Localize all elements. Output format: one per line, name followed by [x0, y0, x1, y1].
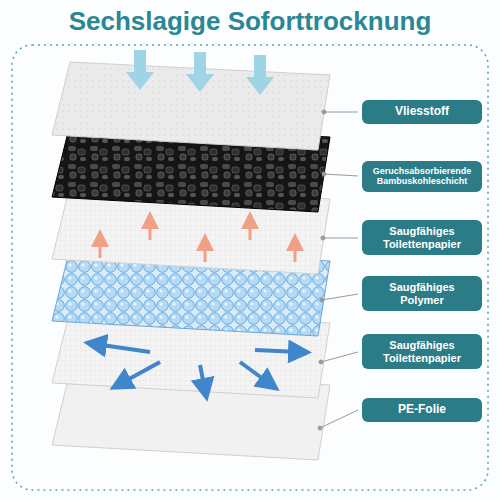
layer-label-box: Vliesstoff [362, 100, 482, 124]
layer-label-box: Saugfähiges Toilettenpapier [362, 220, 482, 255]
diagram-title: Sechslagige Soforttrocknung [0, 6, 500, 37]
layer-label-box: Saugfähiges Toilettenpapier [362, 334, 482, 369]
layer-label-text: Saugfähiges Toilettenpapier [368, 225, 476, 250]
layer-label-text: Saugfähiges Polymer [368, 281, 476, 306]
inflow-arrows [126, 50, 274, 95]
layer-label-text: Vliesstoff [368, 105, 476, 119]
rising-arrows [100, 220, 295, 262]
layer-label-text: PE-Folie [368, 403, 476, 417]
layer-label-box: PE-Folie [362, 398, 482, 422]
dotted-frame [12, 45, 488, 490]
layer-label-text: Geruchsabsorbierende Bambuskohleschicht [368, 166, 476, 187]
spread-arrows [95, 344, 300, 390]
leader-lines [318, 110, 358, 430]
layer-label-text: Saugfähiges Toilettenpapier [368, 339, 476, 364]
layer-label-box: Geruchsabsorbierende Bambuskohleschicht [362, 161, 482, 192]
layer-label-box: Saugfähiges Polymer [362, 276, 482, 311]
